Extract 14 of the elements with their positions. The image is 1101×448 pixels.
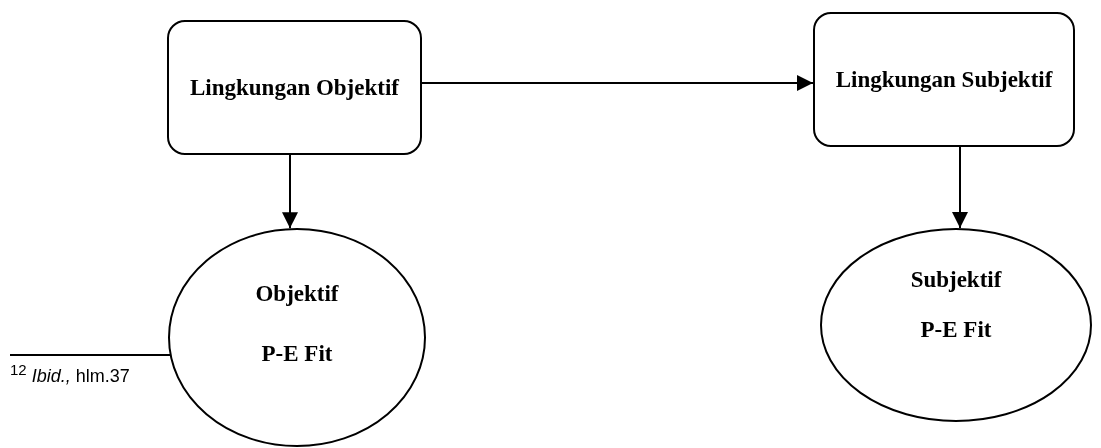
footnote: $^{12}$ Ibid., hlm.37	[10, 361, 130, 387]
process-box	[167, 20, 422, 155]
node-text: Objektif	[255, 280, 339, 308]
node-text: P-E Fit	[261, 339, 333, 368]
ellipse-node	[168, 228, 426, 447]
node-text: Subjektif	[910, 266, 1002, 294]
node-text: P-E Fit	[920, 315, 992, 344]
ellipse-node	[820, 228, 1092, 422]
process-box	[813, 12, 1075, 147]
node-text: Lingkungan Subjektif	[835, 65, 1053, 94]
arrow	[282, 154, 298, 230]
arrow	[952, 146, 968, 230]
node-text: Lingkungan Objektif	[190, 73, 399, 102]
arrow	[421, 75, 814, 91]
